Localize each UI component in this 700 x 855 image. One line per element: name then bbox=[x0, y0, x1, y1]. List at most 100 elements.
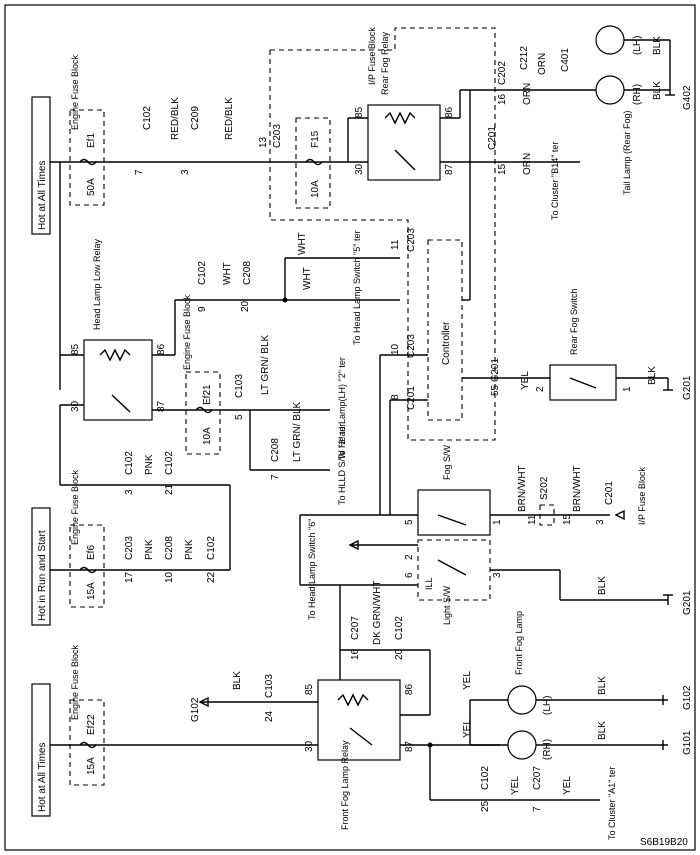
front-fog-lamp-relay: Front Fog Lamp Relay 85 30 86 87 bbox=[304, 679, 415, 830]
svg-text:21: 21 bbox=[164, 483, 175, 495]
svg-text:I/P Fuse Block: I/P Fuse Block bbox=[637, 467, 647, 525]
hot-at-all-times-label: Hot at All Times bbox=[37, 161, 48, 230]
svg-text:24: 24 bbox=[264, 710, 275, 722]
fuse-f15-amp: 10A bbox=[310, 180, 321, 198]
to-cluster-a1-label: To Cluster "A1" ter bbox=[607, 767, 617, 840]
connector-c209: C209 bbox=[190, 106, 201, 130]
svg-text:C102: C102 bbox=[197, 261, 208, 285]
svg-text:BLK: BLK bbox=[597, 576, 608, 595]
to-hlld-sw-2-label: To HLLD S/W "2" ter bbox=[337, 424, 347, 505]
svg-text:Engine Fuse Block: Engine Fuse Block bbox=[70, 469, 80, 545]
svg-text:C102: C102 bbox=[394, 616, 405, 640]
svg-text:85: 85 bbox=[304, 683, 315, 695]
svg-text:87: 87 bbox=[444, 163, 455, 175]
svg-text:C208: C208 bbox=[242, 261, 253, 285]
ip-fuse-block-label: I/P Fuse Block bbox=[367, 27, 377, 85]
svg-text:17: 17 bbox=[124, 571, 135, 583]
svg-text:(RH): (RH) bbox=[542, 739, 553, 760]
svg-text:C102: C102 bbox=[480, 766, 491, 790]
figure-code: S6B19B20 bbox=[640, 837, 688, 848]
to-head-lamp-switch-5-label: To Head Lamp Switch "5" ter bbox=[352, 231, 362, 345]
svg-text:30: 30 bbox=[354, 163, 365, 175]
svg-text:30: 30 bbox=[70, 400, 81, 412]
svg-text:C207: C207 bbox=[532, 766, 543, 790]
power-source-bottom: Hot at All Times bbox=[31, 683, 51, 817]
svg-text:1: 1 bbox=[622, 386, 633, 392]
svg-text:10: 10 bbox=[390, 343, 401, 355]
svg-text:PNK: PNK bbox=[184, 539, 195, 560]
svg-text:C103: C103 bbox=[264, 674, 275, 698]
svg-text:(RH): (RH) bbox=[632, 84, 643, 105]
fuse-ef1-label: Ef1 bbox=[86, 133, 97, 148]
svg-text:6: 6 bbox=[404, 572, 415, 578]
wire-orn-3: ORN bbox=[537, 53, 548, 75]
svg-text:C201: C201 bbox=[490, 358, 501, 382]
svg-text:11: 11 bbox=[390, 239, 401, 250]
ip-fuse-block-area bbox=[269, 27, 496, 441]
svg-text:86: 86 bbox=[156, 343, 167, 355]
connector-c102-a: C102 bbox=[142, 106, 153, 130]
ground-g101: G101 bbox=[682, 730, 693, 755]
svg-text:15A: 15A bbox=[86, 582, 97, 600]
to-head-lamp-switch-6-label: To Head Lamp Switch "6" bbox=[307, 519, 317, 620]
svg-text:WHT: WHT bbox=[297, 232, 308, 255]
svg-text:WHT: WHT bbox=[302, 267, 313, 290]
svg-text:10A: 10A bbox=[202, 427, 213, 445]
svg-text:(LH): (LH) bbox=[632, 36, 643, 55]
svg-text:C103: C103 bbox=[234, 374, 245, 398]
to-cluster-b14-label: To Cluster "B14" ter bbox=[550, 142, 560, 220]
ground-g102-a: G102 bbox=[190, 697, 201, 722]
svg-text:16: 16 bbox=[497, 93, 508, 105]
svg-text:(LH): (LH) bbox=[542, 696, 553, 715]
svg-text:YEL: YEL bbox=[520, 371, 531, 390]
svg-text:C203: C203 bbox=[406, 228, 417, 252]
svg-text:C207: C207 bbox=[350, 616, 361, 640]
svg-text:3: 3 bbox=[180, 169, 191, 175]
svg-text:16: 16 bbox=[350, 648, 361, 660]
svg-text:Head Lamp Low Relay: Head Lamp Low Relay bbox=[92, 238, 102, 330]
svg-text:BLK: BLK bbox=[232, 671, 243, 690]
connector-c201-a: C201 bbox=[487, 126, 498, 150]
svg-text:Rear Fog Relay: Rear Fog Relay bbox=[380, 31, 390, 95]
front-fog-lamp-rh: (RH) bbox=[507, 730, 553, 760]
svg-text:Rear Fog Switch: Rear Fog Switch bbox=[569, 288, 579, 355]
svg-text:5: 5 bbox=[404, 519, 415, 525]
svg-text:15A: 15A bbox=[86, 757, 97, 775]
svg-text:DK GRN/WHT: DK GRN/WHT bbox=[372, 581, 383, 645]
svg-text:Light S/W: Light S/W bbox=[442, 585, 452, 625]
connector-c203-a: C203 bbox=[272, 124, 283, 148]
svg-text:8: 8 bbox=[390, 394, 401, 400]
svg-text:BLK: BLK bbox=[597, 676, 608, 695]
head-lamp-low-relay: Head Lamp Low Relay 85 30 86 87 bbox=[70, 238, 167, 421]
svg-text:BLK: BLK bbox=[597, 721, 608, 740]
fuse-ef1-symbol bbox=[79, 158, 97, 166]
svg-text:C102: C102 bbox=[124, 451, 135, 475]
light-switch: Light S/W ILL bbox=[417, 539, 491, 625]
svg-text:15: 15 bbox=[562, 513, 573, 525]
svg-text:10: 10 bbox=[164, 571, 175, 583]
svg-text:C102: C102 bbox=[206, 536, 217, 560]
svg-text:86: 86 bbox=[444, 106, 455, 118]
svg-text:15: 15 bbox=[497, 163, 508, 175]
svg-text:Fog S/W: Fog S/W bbox=[442, 444, 452, 480]
connector-c212: C212 bbox=[519, 46, 530, 70]
svg-text:C201: C201 bbox=[604, 481, 615, 505]
ground-g102-b: G102 bbox=[682, 685, 693, 710]
fog-switch: Fog S/W bbox=[417, 444, 491, 536]
svg-text:Ef22: Ef22 bbox=[86, 714, 97, 735]
ground-g201-b: G201 bbox=[682, 590, 693, 615]
svg-text:87: 87 bbox=[156, 400, 167, 412]
connector-c401: C401 bbox=[560, 48, 571, 72]
svg-text:20: 20 bbox=[240, 300, 251, 312]
controller-module: Controller bbox=[427, 239, 463, 421]
svg-text:LT GRN/ BLK: LT GRN/ BLK bbox=[292, 401, 303, 462]
svg-text:BLK: BLK bbox=[647, 366, 658, 385]
svg-text:ILL: ILL bbox=[424, 577, 434, 590]
svg-text:C201: C201 bbox=[406, 386, 417, 410]
wire-red-blk-1: RED/BLK bbox=[170, 97, 181, 140]
svg-text:C203: C203 bbox=[124, 536, 135, 560]
engine-fuse-block-label-1: Engine Fuse Block bbox=[70, 54, 80, 130]
tail-lamp-label: Tail Lamp (Rear Fog) bbox=[622, 110, 632, 195]
power-source-run-start: Hot in Run and Start bbox=[31, 507, 51, 626]
fuse-f15-label: F15 bbox=[310, 130, 321, 148]
